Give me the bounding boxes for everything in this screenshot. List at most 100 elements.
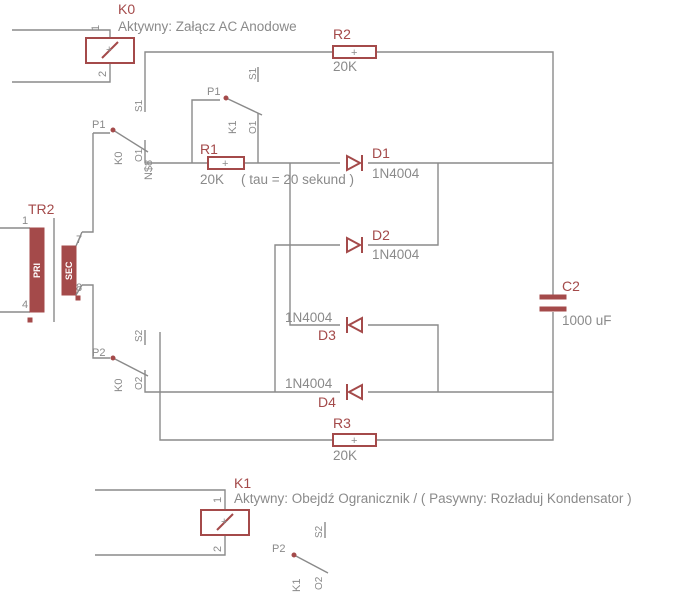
switch-k0-p1: P1 K0 O1 N$8 S1 — [92, 99, 155, 180]
relay-k0: + K0 Aktywny: Załącz AC Anodowe 1 2 — [85, 1, 297, 77]
k1p2-pole: P2 — [272, 543, 285, 555]
trafo-secondary-label: SEC — [64, 261, 74, 280]
wire-k0p2-trafo — [82, 284, 110, 359]
k1p1-pivot — [223, 95, 229, 101]
wire-r1-bypass — [191, 99, 259, 163]
k0-name: K0 — [118, 1, 135, 17]
k0p2-pivot — [110, 355, 116, 361]
wire-k0-coil — [12, 29, 111, 83]
wire-s2-r3 — [159, 332, 554, 441]
k1p1-pole: P1 — [207, 86, 220, 98]
d2-name: D2 — [372, 227, 390, 243]
trafo-dot-primary — [27, 317, 33, 323]
r3-name: R3 — [333, 415, 351, 431]
resistor-r2: + R2 20K — [332, 26, 377, 74]
trafo-pin7: 7 — [76, 234, 82, 246]
d4-part: 1N4004 — [285, 376, 333, 391]
wires — [0, 29, 554, 556]
k0p2-common: K0 — [113, 379, 125, 392]
r1-note: ( tau = 20 sekund ) — [241, 172, 354, 187]
wire-k1-coil — [95, 489, 226, 556]
r3-mark: + — [351, 435, 357, 447]
wire-top-rail — [144, 51, 554, 295]
k1-coil-diagonal — [216, 513, 234, 531]
trafo-primary-winding — [29, 227, 45, 313]
r2-name: R2 — [333, 26, 351, 42]
r3-body — [332, 433, 377, 447]
k0-coil-mark: + — [106, 44, 112, 56]
d4-name: D4 — [318, 394, 336, 410]
trafo-secondary-winding — [61, 245, 77, 296]
c2-plate-top — [539, 294, 567, 300]
d4-triangle — [346, 383, 363, 401]
wire-bridge-d2 — [274, 163, 439, 392]
k1p2-spare-label: S2 — [314, 525, 325, 538]
k1-pin1: 1 — [212, 497, 224, 503]
k0p2-pole: P2 — [92, 347, 105, 359]
trafo-primary-label: PRI — [32, 263, 42, 278]
d3-name: D3 — [318, 327, 336, 343]
k0p2-blade — [112, 357, 149, 377]
k1p2-pivot — [291, 552, 297, 558]
d2-part: 1N4004 — [372, 247, 420, 262]
d3-part: 1N4004 — [285, 310, 333, 325]
k1p1-contact-label: O1 — [248, 120, 259, 134]
k1p2-blade — [293, 554, 329, 574]
trafo-pin8: 8 — [76, 282, 82, 294]
wire-bridge-left — [289, 163, 340, 326]
trafo-name: TR2 — [28, 201, 55, 217]
k0p1-net: N$8 — [143, 160, 155, 180]
r1-mark: + — [222, 158, 228, 170]
switch-k1-p1: P1 K1 O1 S1 — [207, 67, 263, 134]
d3-triangle — [346, 316, 363, 334]
trafo-pin1: 1 — [22, 215, 28, 227]
c2-name: C2 — [562, 278, 580, 294]
trafo-sec-lead-bottom — [75, 284, 83, 296]
switch-k1-p2: P2 K1 O2 S2 — [272, 522, 329, 592]
d1-part: 1N4004 — [372, 166, 420, 181]
diode-d4: 1N4004 D4 — [285, 376, 363, 410]
r1-body — [207, 156, 245, 170]
c2-plate-bottom — [539, 306, 567, 312]
k1-name: K1 — [234, 475, 251, 491]
diode-d3: 1N4004 D3 — [285, 310, 363, 343]
trafo-dot-secondary — [75, 295, 81, 301]
diode-d1: D1 1N4004 — [346, 145, 420, 181]
k1p2-common: K1 — [291, 579, 303, 592]
k1p1-spare-label: S1 — [248, 67, 259, 80]
trafo-pin4: 4 — [22, 299, 28, 311]
k1p2-contact-label: O2 — [314, 576, 325, 590]
k0-pin2: 2 — [97, 71, 109, 77]
k1p1-common: K1 — [227, 121, 239, 134]
k0-coil-diagonal — [101, 41, 119, 59]
k0-description: Aktywny: Załącz AC Anodowe — [118, 19, 297, 34]
resistor-r1: + R1 20K ( tau = 20 sekund ) — [200, 141, 354, 187]
resistor-r3: + R3 20K — [332, 415, 377, 463]
k1p1-blade — [225, 97, 263, 116]
k0p1-blade — [112, 129, 149, 153]
transformer-tr2: TR2 PRI SEC 1 4 7 8 — [22, 201, 83, 323]
diode-d2: D2 1N4004 — [346, 227, 420, 262]
r2-value: 20K — [333, 59, 357, 74]
k0-pin1: 1 — [90, 25, 102, 31]
k0p1-common: K0 — [113, 152, 125, 165]
r1-name: R1 — [200, 141, 218, 157]
d1-name: D1 — [372, 145, 390, 161]
d1-triangle — [346, 154, 363, 172]
k1-coil-mark: + — [221, 516, 227, 528]
k0p1-pivot — [110, 127, 116, 133]
r1-value: 20K — [200, 172, 224, 187]
k1-description: Aktywny: Obejdź Ogranicznik / ( Pasywny:… — [234, 491, 632, 506]
s2-label-left: S2 — [134, 329, 145, 342]
r2-mark: + — [351, 47, 357, 59]
c2-value: 1000 uF — [562, 313, 612, 328]
s1-label-left: S1 — [134, 99, 145, 112]
wire-bridge-right — [368, 324, 439, 392]
d2-triangle — [346, 236, 363, 254]
k1-coil — [200, 509, 250, 536]
relay-k1: + K1 Aktywny: Obejdź Ogranicznik / ( Pas… — [200, 475, 632, 552]
k1-pin2: 2 — [212, 546, 224, 552]
k0p2-contact-label: O2 — [134, 376, 145, 390]
wire-trafo-primary — [0, 227, 30, 313]
